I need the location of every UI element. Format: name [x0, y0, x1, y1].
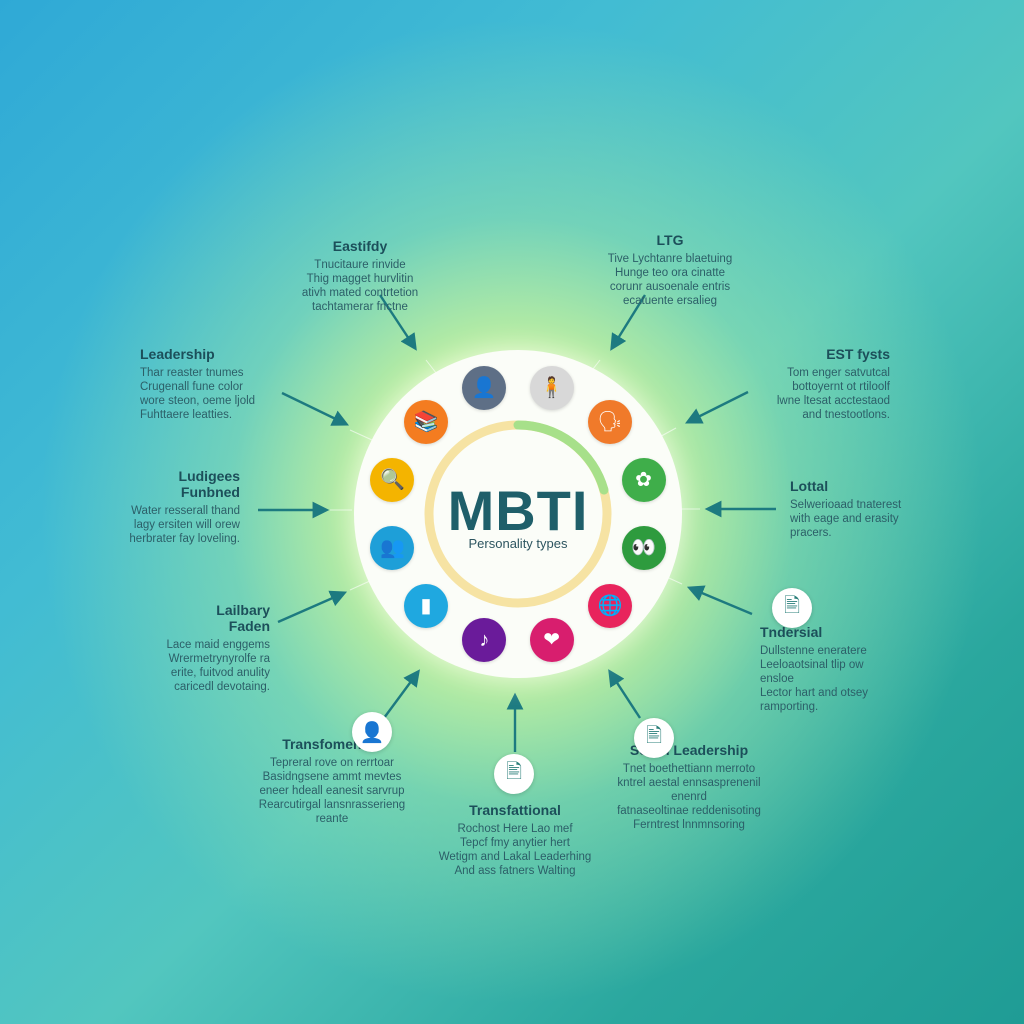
head-profile-icon: 🗣 — [587, 400, 632, 445]
badge-seron-leadership: 🖹 — [634, 718, 674, 758]
arrow-lailbary — [277, 590, 348, 624]
arrow-ltg — [610, 294, 647, 351]
globe-icon: 🌐 — [587, 583, 632, 628]
label-title: Tndersial — [760, 624, 823, 640]
label-title: EST fysts — [826, 346, 890, 362]
magnifier-icon: 🔍 — [370, 458, 415, 503]
label-title: Ludigees Funbned — [178, 468, 240, 500]
arrow-transfomendal — [383, 669, 420, 719]
books-icon: 📚 — [404, 400, 449, 445]
person-icon: 👤 — [462, 366, 507, 411]
bar-chart-icon: ▮ — [404, 583, 449, 628]
label-title: Eastifdy — [332, 238, 388, 254]
people-icon: 👥 — [370, 525, 415, 570]
hub-title: MBTI — [447, 479, 589, 542]
gear-icon: ✿ — [621, 458, 666, 503]
badge-transfattional: 🖹 — [494, 754, 534, 794]
music-note-icon: ♪ — [462, 617, 507, 662]
badge-tndersial: 🖹 — [772, 588, 812, 628]
label-title: Lailbary Faden — [216, 602, 270, 634]
arrow-easily — [378, 294, 417, 351]
arrow-leadership — [281, 391, 350, 426]
figure-icon: 🧍 — [529, 366, 574, 411]
head-heart-icon: ❤ — [529, 617, 574, 662]
eyes-icon: 👀 — [621, 525, 666, 570]
mbti-hub: MBTI Personality types 👤 🧍 🗣 ✿ 👀 🌐 ❤ ♪ ▮ 👥 🔍 📚 — [354, 350, 682, 678]
arrow-tndersial — [686, 585, 753, 616]
hub-ring — [424, 420, 612, 608]
label-title: Transfattional — [469, 802, 561, 818]
label-title: LTG — [656, 232, 684, 248]
hub-subtitle: Personality types — [468, 536, 568, 551]
badge-transfomendal: 👤 — [352, 712, 392, 752]
arrow-est — [684, 390, 749, 424]
arrow-seron — [608, 669, 642, 719]
label-title: Leadership — [140, 346, 215, 362]
label-title: Lottal — [790, 478, 829, 494]
